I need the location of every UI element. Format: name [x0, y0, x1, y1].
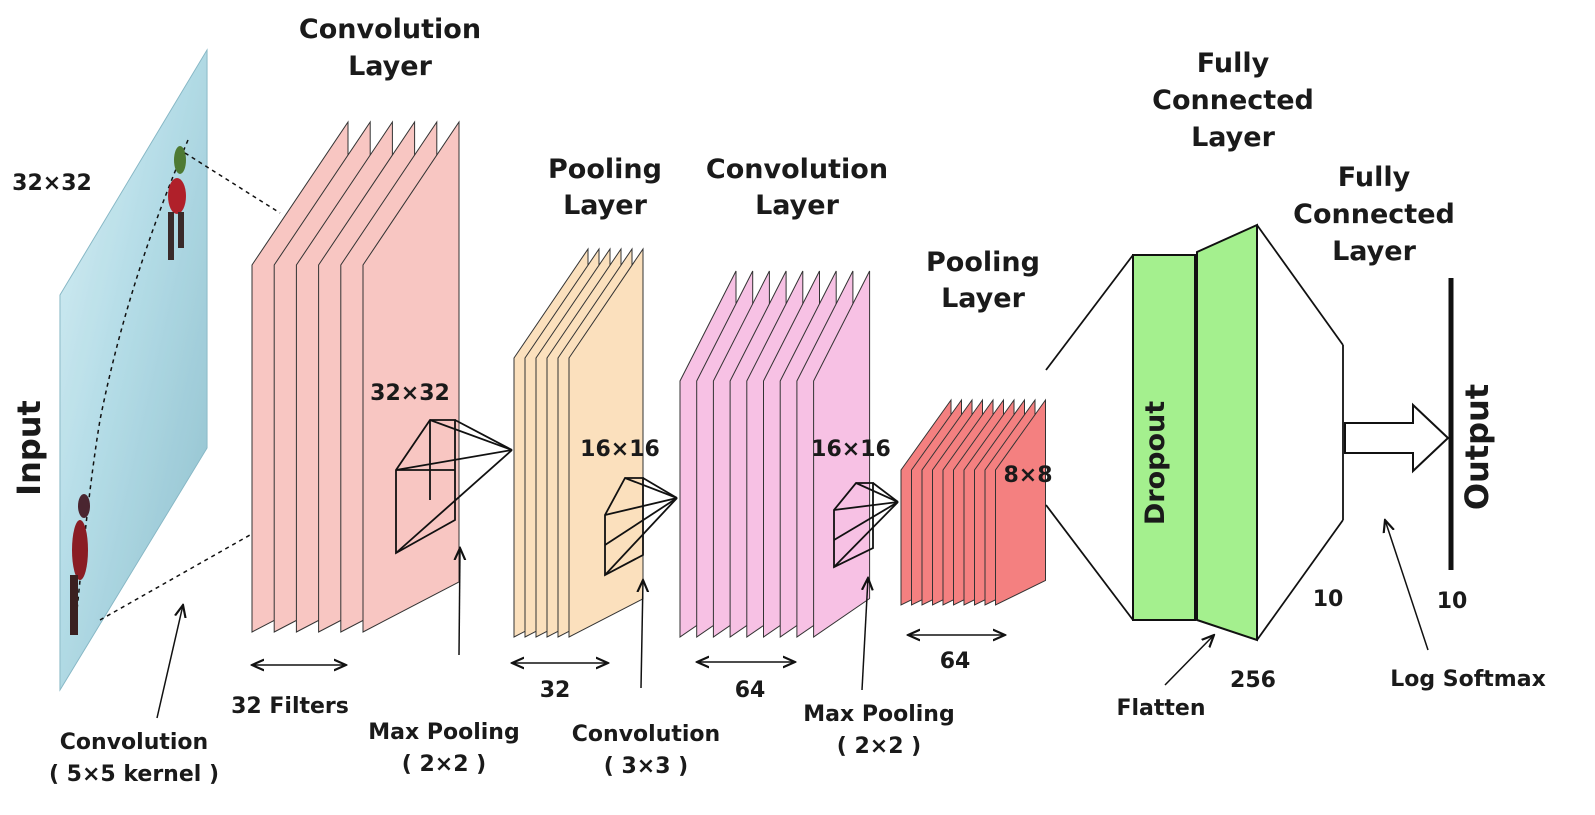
climber-top: [168, 146, 186, 260]
pyramid-conv1-to-pool1: [395, 419, 513, 555]
arrow-icon: [459, 548, 460, 656]
climber-bottom: [70, 494, 90, 635]
output-size-label: 10: [1437, 589, 1468, 614]
fc1-title: Connected: [1152, 85, 1314, 116]
flatten-label: Flatten: [1116, 696, 1205, 721]
fc2-title: Layer: [1332, 236, 1417, 267]
conv1-stack: [251, 120, 460, 633]
maxpool2-size-label: ( 2×2 ): [837, 734, 921, 759]
conv1-title: Convolution: [299, 14, 481, 45]
arrow-icon: [1164, 635, 1214, 686]
fc2-size-label: 10: [1313, 587, 1344, 612]
conv2-title: Layer: [755, 190, 840, 221]
log-softmax-label: Log Softmax: [1390, 667, 1546, 692]
maxpool2-label: Max Pooling: [803, 702, 954, 727]
conv5-kernel-label: ( 5×5 kernel ): [49, 762, 219, 787]
pool2-title: Pooling: [926, 247, 1040, 278]
fc1-title: Layer: [1191, 122, 1276, 153]
conv1-dim-label: 32×32: [370, 381, 450, 406]
conv2-dim-label: 16×16: [811, 437, 891, 462]
conv2-count-label: 64: [735, 678, 766, 703]
fc2-title: Connected: [1293, 199, 1455, 230]
input-label: Input: [10, 400, 48, 496]
pool1-count-label: 32: [540, 678, 571, 703]
conv3-label: Convolution: [572, 722, 720, 747]
kernel-projection-top: [184, 152, 281, 214]
fc-layer-256: [1196, 223, 1258, 642]
fc1-title: Fully: [1197, 48, 1270, 79]
pool2-title: Layer: [941, 283, 1026, 314]
pool2-dim-label: 8×8: [1003, 463, 1052, 488]
conv1-count-label: 32 Filters: [231, 694, 349, 719]
conv2-stack: [679, 270, 871, 638]
maxpool1-size-label: ( 2×2 ): [402, 752, 486, 777]
pool2-feature-map: [995, 398, 1046, 606]
pool1-title: Layer: [563, 190, 648, 221]
dropout-layer: [1132, 254, 1196, 621]
fc2-title: Fully: [1338, 162, 1411, 193]
conv5-label: Convolution: [60, 730, 208, 755]
arrow-icon: [641, 580, 643, 689]
pool1-dim-label: 16×16: [580, 437, 660, 462]
arrow-icon: [1385, 520, 1429, 651]
arrow-icon: [156, 605, 183, 719]
pyramid-conv2-to-pool2: [833, 482, 899, 569]
conv3-kernel-label: ( 3×3 ): [604, 754, 688, 779]
pyramid-pool1-to-conv2: [604, 477, 678, 577]
output-arrow-icon: [1344, 402, 1450, 474]
output-label: Output: [1458, 384, 1496, 510]
rope-line: [74, 139, 189, 631]
fc1-size-label: 256: [1230, 668, 1276, 693]
input-image: [59, 48, 208, 692]
pool2-stack: [900, 398, 1046, 606]
pool2-count-label: 64: [940, 649, 971, 674]
dropout-label: Dropout: [1140, 401, 1171, 525]
input-dim-label: 32×32: [12, 171, 92, 196]
conv1-title: Layer: [348, 51, 433, 82]
arrow-icon: [862, 578, 868, 691]
pool1-title: Pooling: [548, 154, 662, 185]
maxpool1-label: Max Pooling: [368, 720, 519, 745]
fc-section: [1045, 223, 1344, 642]
conv2-title: Convolution: [706, 154, 888, 185]
